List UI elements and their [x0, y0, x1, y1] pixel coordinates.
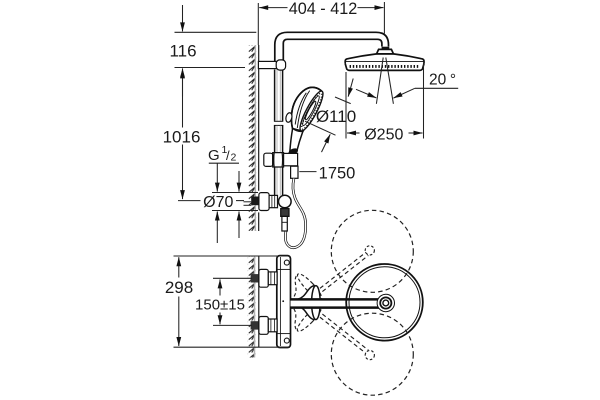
svg-text:1016: 1016 [163, 127, 201, 146]
svg-text:G: G [208, 147, 220, 164]
svg-text:20°: 20° [429, 72, 456, 89]
svg-text:1750: 1750 [319, 164, 356, 182]
svg-text:2: 2 [231, 152, 237, 164]
svg-text:Ø70: Ø70 [203, 194, 233, 211]
svg-text:1: 1 [222, 144, 228, 156]
svg-text:298: 298 [165, 278, 193, 297]
svg-text:150±15: 150±15 [195, 296, 245, 313]
svg-text:404 - 412: 404 - 412 [289, 0, 357, 18]
svg-text:116: 116 [169, 42, 196, 61]
svg-text:Ø250: Ø250 [364, 126, 403, 143]
svg-text:/: / [226, 148, 230, 163]
svg-text:Ø110: Ø110 [316, 107, 356, 126]
